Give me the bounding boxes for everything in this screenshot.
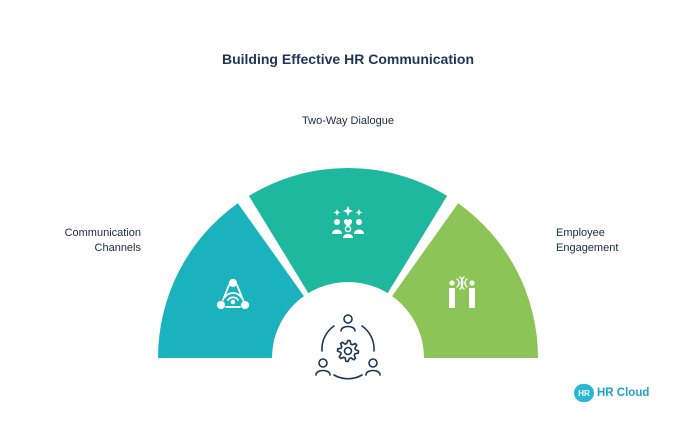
- gear-icon: [336, 339, 360, 363]
- people-talking-icon: [449, 276, 475, 308]
- label-line: Engagement: [556, 242, 619, 254]
- network-share-icon: [216, 278, 250, 310]
- segment-employee-engagement: [389, 203, 538, 358]
- hr-cloud-logo: HR HR Cloud: [574, 383, 649, 403]
- diagram-title: Building Effective HR Communication: [221, 51, 474, 67]
- label-two-way-dialogue: Two-Way Dialogue: [258, 114, 438, 129]
- label-line: Communication: [64, 227, 141, 239]
- label-employee-engagement: Employee Engagement: [556, 226, 618, 256]
- hr-badge-icon: HR: [574, 384, 594, 402]
- brand-name: HR Cloud: [597, 387, 650, 399]
- label-line: Channels: [94, 242, 141, 254]
- center-hub: [272, 282, 424, 358]
- label-communication-channels: Communication Channels: [65, 226, 141, 256]
- label-line: Two-Way Dialogue: [302, 115, 394, 127]
- label-line: Employee: [556, 227, 605, 239]
- team-sparkle-icon: [332, 206, 364, 238]
- team-gear-icon: [315, 314, 381, 380]
